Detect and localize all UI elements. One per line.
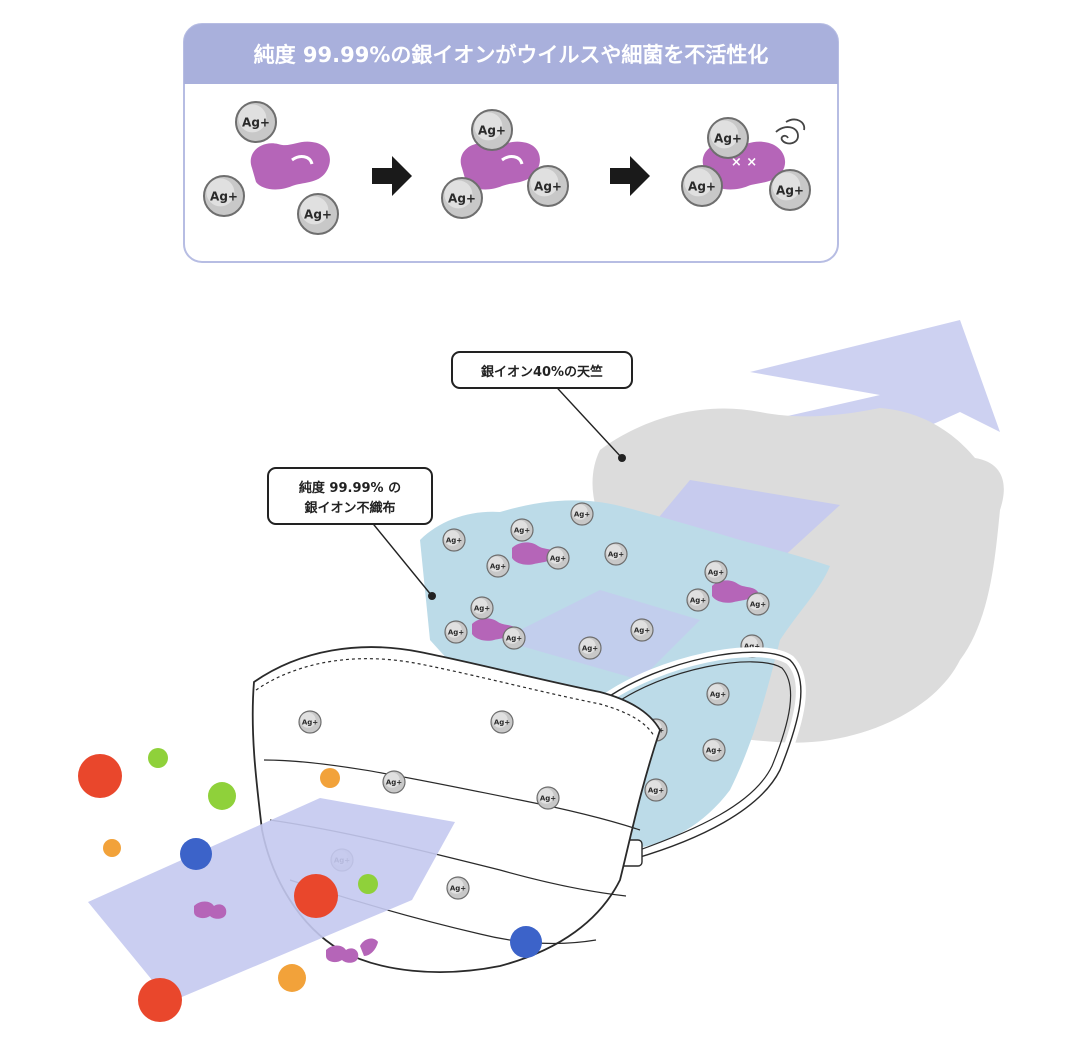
ion-label: Ag+ [478,123,506,137]
ion-label: Ag+ [490,563,506,571]
silver-ion: Ag+ [746,592,770,616]
silver-ion: Ag+ [446,876,470,900]
virus-shape [194,901,227,919]
silver-ion: Ag+ [570,502,594,526]
step-2-attach: Ag+ Ag+ Ag+ [441,109,569,219]
ion-label: Ag+ [534,179,562,193]
silver-ion: Ag+ [470,596,494,620]
ion-label: Ag+ [210,189,238,203]
ion-label: Ag+ [710,691,726,699]
silver-ion: Ag+ [686,588,710,612]
silver-ion: Ag+ [644,778,668,802]
ion-label: Ag+ [514,527,530,535]
ion-label: Ag+ [776,183,804,197]
silver-ion: Ag+ [442,528,466,552]
airflow-band [500,590,700,680]
ion-label: Ag+ [648,787,664,795]
ion-label: Ag+ [242,115,270,129]
ion-label: Ag+ [750,601,766,609]
silver-ion: Ag+ [203,175,245,217]
ion-label: Ag+ [302,719,318,727]
callout-nonwoven-line1: 純度 99.99% の [299,480,401,496]
virus-orange [278,964,306,992]
ion-label: Ag+ [450,885,466,893]
silver-ion: Ag+ [235,101,277,143]
ion-label: Ag+ [714,131,742,145]
silver-ion: Ag+ [486,554,510,578]
silver-ion: Ag+ [502,626,526,650]
ion-label: Ag+ [708,569,724,577]
silver-ion: Ag+ [578,636,602,660]
silver-ion: Ag+ [510,518,534,542]
callout-nonwoven: 純度 99.99% の 銀イオン不織布 [267,467,436,600]
ion-label: Ag+ [540,795,556,803]
virus-shape [460,141,540,190]
ion-label: Ag+ [690,597,706,605]
mechanism-panel: 純度 99.99%の銀イオンがウイルスや細菌を不活性化 Ag+ Ag+ Ag+ … [183,23,839,263]
silver-ion: Ag+ [706,682,730,706]
silver-ion: Ag+ [630,618,654,642]
silver-ion: Ag+ [382,770,406,794]
process-arrow-1 [372,156,412,196]
panel-title: 純度 99.99%の銀イオンがウイルスや細菌を不活性化 [254,43,769,67]
step-1-approach: Ag+ Ag+ Ag+ [203,101,339,235]
silver-ion: Ag+ [604,542,628,566]
panel-banner [184,24,838,84]
virus-green [148,748,168,768]
silver-ion: Ag+ [704,560,728,584]
silver-ion: Ag+ [298,710,322,734]
silver-ion: Ag+ [490,710,514,734]
ion-label: Ag+ [550,555,566,563]
virus-orange [103,839,121,857]
airflow-band-inlet [88,798,455,1002]
germs-group [78,748,542,1022]
ion-label: Ag+ [634,627,650,635]
ion-label: Ag+ [474,605,490,613]
bacteria-red [78,754,122,798]
silver-ion: Ag+ [546,546,570,570]
ion-label: Ag+ [446,537,462,545]
process-arrow-2 [610,156,650,196]
swirl-icon [775,118,806,145]
ion-label: Ag+ [506,635,522,643]
bacteria-red [138,978,182,1022]
virus-shape [360,938,378,956]
ion-label: Ag+ [448,629,464,637]
step-3-inactivate: × × Ag+ Ag+ Ag+ [681,117,811,211]
callout-nonwoven-line2: 銀イオン不織布 [304,500,395,516]
ion-label: Ag+ [304,207,332,221]
ion-label: Ag+ [494,719,510,727]
svg-text:× ×: × × [731,155,757,170]
silver-ion: Ag+ [707,117,749,159]
silver-ion: Ag+ [527,165,569,207]
silver-ion: Ag+ [444,620,468,644]
callout-jersey-label: 銀イオン40%の天竺 [481,364,603,380]
virus-shape [326,945,359,963]
callout-jersey: 銀イオン40%の天竺 [451,351,633,462]
silver-ion: Ag+ [769,169,811,211]
silver-ion: Ag+ [536,786,560,810]
ion-label: Ag+ [582,645,598,653]
virus-shape [250,141,330,190]
ion-label: Ag+ [608,551,624,559]
virus-orange [320,768,340,788]
ion-label: Ag+ [574,511,590,519]
virus-green [358,874,378,894]
silver-ion: Ag+ [681,165,723,207]
bacteria-blue [180,838,212,870]
ion-label: Ag+ [744,643,760,651]
bacteria-blue [510,926,542,958]
bacteria-red [294,874,338,918]
silver-ion: Ag+ [471,109,513,151]
ion-label: Ag+ [386,779,402,787]
ion-label: Ag+ [688,179,716,193]
virus-green [208,782,236,810]
silver-ion: Ag+ [702,738,726,762]
silver-ion: Ag+ [297,193,339,235]
ion-label: Ag+ [706,747,722,755]
ion-label: Ag+ [448,191,476,205]
silver-ion: Ag+ [441,177,483,219]
